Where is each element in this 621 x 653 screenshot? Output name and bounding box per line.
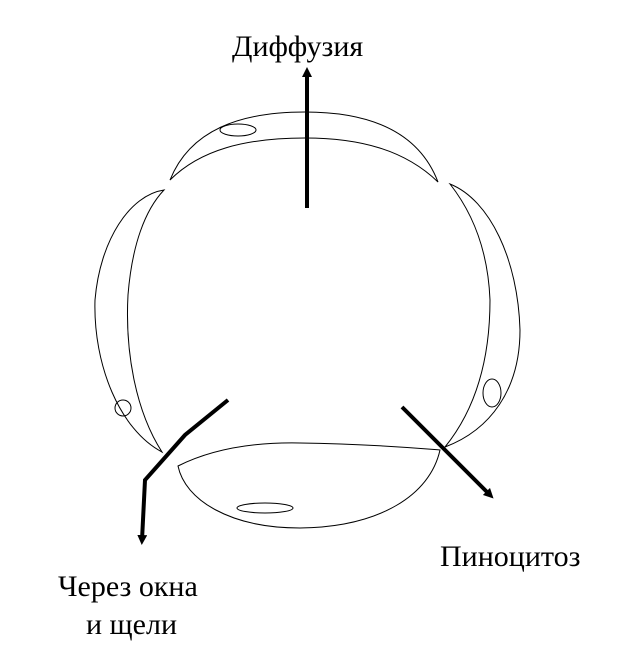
arrow-windows-and-gaps — [137, 398, 230, 545]
label-diffusion: Диффузия — [232, 30, 364, 63]
nucleus-left — [114, 399, 132, 417]
label-pinocytosis: Пиноцитоз — [440, 540, 581, 573]
endothelial-cell-left — [94, 189, 166, 454]
endothelial-cell-bottom — [177, 442, 441, 529]
endothelial-cell-right — [443, 182, 521, 449]
label-windows-line1: Через окна — [58, 570, 198, 603]
nucleus-top — [219, 123, 257, 137]
nucleus-right — [482, 378, 502, 408]
arrow-pinocytosis — [400, 405, 494, 499]
endothelial-cell-top — [169, 111, 439, 183]
label-windows-line2: и щели — [86, 608, 177, 641]
nucleus-bottom — [236, 502, 294, 514]
